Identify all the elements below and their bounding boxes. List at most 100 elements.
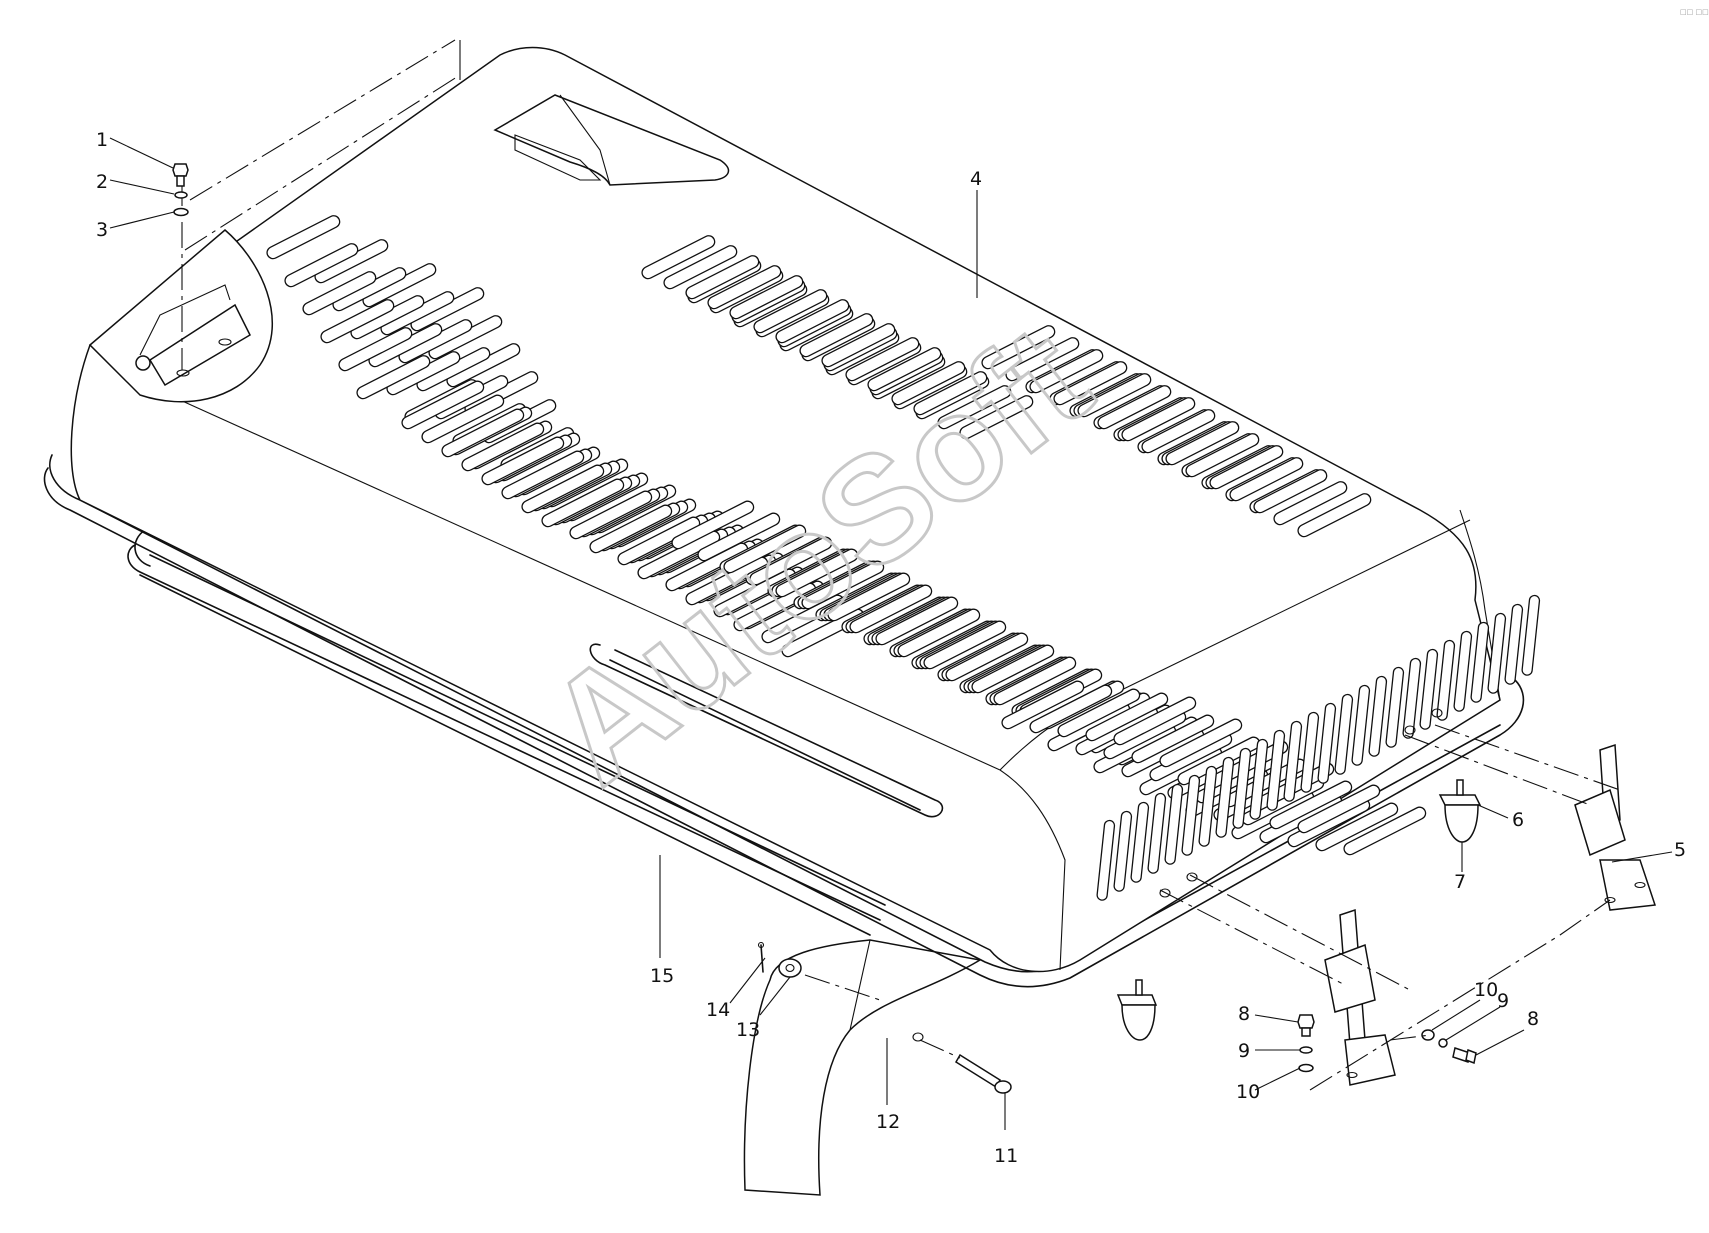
vent-slot — [1351, 684, 1371, 766]
callout-9-right: 9 — [1497, 990, 1509, 1012]
vent-slot — [1165, 421, 1240, 466]
vent-slot — [753, 289, 828, 334]
vent-slot — [617, 516, 701, 566]
washer-10-left — [1298, 1063, 1314, 1073]
vent-slot — [671, 500, 755, 550]
vent-slot — [541, 478, 625, 528]
vent-slot — [1097, 385, 1172, 430]
vent-slot — [1130, 801, 1150, 883]
vent-slot — [749, 536, 833, 586]
vent-slot — [1436, 639, 1456, 721]
callout-2: 2 — [96, 171, 108, 193]
vent-slot — [1141, 409, 1216, 454]
vent-slot — [1215, 756, 1235, 838]
vent-slot — [521, 464, 605, 514]
callout-8-left: 8 — [1238, 1003, 1250, 1025]
vent-slot — [1253, 469, 1328, 514]
vent-slot — [1229, 457, 1304, 502]
washer-9-left — [1299, 1046, 1313, 1054]
vent-slot — [302, 271, 377, 316]
vent-slot — [1053, 361, 1128, 406]
vent-slot — [801, 560, 885, 610]
vent-slot — [356, 355, 431, 400]
vent-slot — [421, 394, 505, 444]
vent-slot — [1159, 718, 1243, 768]
hinge-detail — [88, 180, 274, 403]
callout-1: 1 — [96, 129, 108, 151]
vent-slot — [665, 542, 749, 592]
vent-slot — [849, 584, 933, 634]
vent-slot — [685, 556, 769, 606]
vent-slot — [897, 608, 981, 658]
vent-slot — [1185, 433, 1260, 478]
vent-slot — [589, 504, 673, 554]
vent-slot — [1121, 397, 1196, 442]
vent-slot — [827, 572, 911, 622]
vent-slot — [1164, 783, 1184, 865]
vent-slot — [1269, 780, 1353, 830]
vent-slot — [697, 512, 781, 562]
vent-slot — [707, 265, 782, 310]
vent-slot — [971, 644, 1055, 694]
vent-slot — [1334, 693, 1354, 775]
vent-slot — [1273, 481, 1348, 526]
vent-slot — [1096, 819, 1116, 901]
vent-slot — [799, 313, 874, 358]
vent-slot — [923, 620, 1007, 670]
vent-slot — [1283, 720, 1303, 802]
flange-holes — [912, 708, 1443, 1042]
callout-4: 4 — [970, 168, 982, 190]
vent-slot — [891, 361, 966, 406]
vent-slot — [1300, 711, 1320, 793]
vent-slot — [1402, 657, 1422, 739]
rubber-buffer-left — [1116, 979, 1158, 1041]
vent-slot — [1385, 666, 1405, 748]
callout-6: 6 — [1512, 809, 1524, 831]
vent-slot — [1085, 692, 1169, 742]
vent-slot — [723, 524, 807, 574]
callout-15: 15 — [650, 965, 674, 987]
vent-slot — [1057, 688, 1141, 738]
vent-slot — [845, 337, 920, 382]
washer-10-right — [1421, 1029, 1435, 1041]
callout-labels: 1 2 3 4 5 6 7 8 8 9 9 10 10 11 12 13 14 … — [96, 129, 1686, 1167]
latch-right — [1574, 743, 1657, 911]
vent-slot — [959, 395, 1034, 440]
washer-3 — [173, 207, 189, 217]
vent-slot — [1113, 696, 1197, 746]
callout-13: 13 — [736, 1019, 760, 1041]
callout-10-right: 10 — [1474, 979, 1498, 1001]
bolt-8-left — [1297, 1014, 1315, 1037]
vent-slot — [1029, 349, 1104, 394]
corner-mark: □□ □□ — [1680, 8, 1709, 16]
vent-slot — [569, 490, 653, 540]
vent-slot — [1315, 802, 1399, 852]
vent-slot — [461, 422, 545, 472]
vent-slot — [1297, 493, 1372, 538]
vent-slot — [1368, 675, 1388, 757]
vent-slot — [284, 243, 359, 288]
vent-slot — [1419, 648, 1439, 730]
washer-9-right — [1438, 1038, 1448, 1048]
leader-lines — [109, 137, 1673, 1130]
vent-slot — [641, 235, 716, 280]
vent-slot — [875, 596, 959, 646]
latch-left — [1324, 908, 1396, 1086]
callout-7: 7 — [1454, 871, 1466, 893]
bolt-1 — [172, 163, 189, 187]
vent-slot — [1005, 337, 1080, 382]
washer-13 — [778, 958, 802, 978]
vent-slot — [1181, 774, 1201, 856]
callout-3: 3 — [96, 219, 108, 241]
vent-slot — [713, 568, 797, 618]
vent-slot — [481, 436, 565, 486]
washer-2 — [174, 191, 188, 199]
vent-slot — [733, 582, 817, 632]
vent-slot — [320, 299, 395, 344]
vent-slot — [1131, 714, 1215, 764]
vent-slot — [1487, 612, 1507, 694]
vent-slot — [1077, 373, 1152, 418]
callout-5: 5 — [1674, 839, 1686, 861]
bolt-8-right — [1452, 1047, 1477, 1065]
callout-11: 11 — [994, 1145, 1018, 1167]
